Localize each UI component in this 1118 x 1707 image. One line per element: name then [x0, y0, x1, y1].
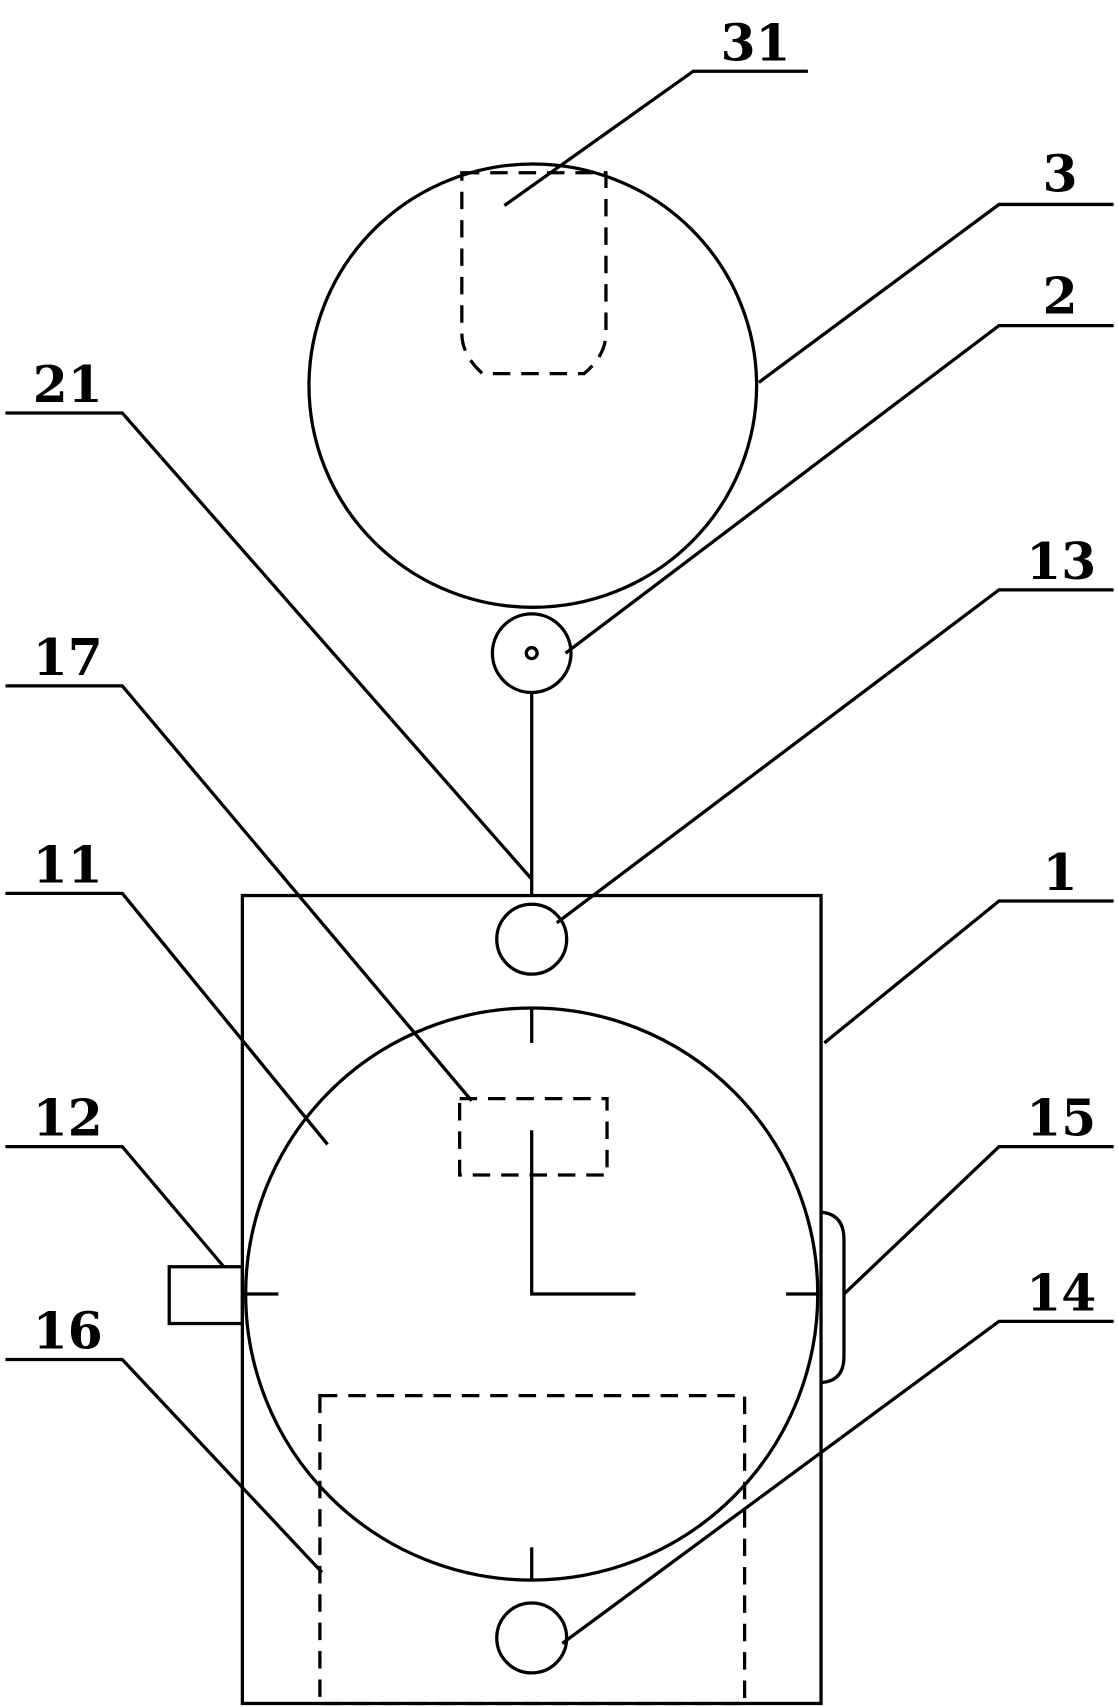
label-17: 17 — [33, 628, 103, 687]
label-13: 13 — [1026, 532, 1096, 591]
pulley-axle — [524, 646, 539, 661]
label-15: 15 — [1026, 1089, 1096, 1148]
knob-12 — [167, 1265, 245, 1326]
circle-13 — [495, 902, 569, 976]
leader-12 — [5, 1145, 226, 1268]
dashed-insert-31 — [460, 171, 608, 376]
label-12: 12 — [33, 1089, 103, 1148]
leader-2 — [564, 323, 1114, 655]
pulley-2 — [490, 612, 573, 695]
label-1: 1 — [1043, 843, 1078, 902]
label-3: 3 — [1043, 144, 1078, 203]
label-31: 31 — [721, 13, 791, 72]
ball-3 — [307, 162, 759, 609]
label-2: 2 — [1043, 267, 1078, 326]
label-14: 14 — [1026, 1263, 1096, 1322]
dashed-box-17 — [458, 1096, 609, 1177]
leader-14 — [561, 1319, 1114, 1645]
label-16: 16 — [33, 1302, 103, 1361]
leader-11 — [5, 891, 329, 1146]
leader-21 — [5, 411, 533, 881]
leader-15 — [842, 1145, 1114, 1296]
leader-13 — [555, 588, 1114, 925]
button-15 — [820, 1210, 846, 1385]
leader-16 — [5, 1357, 324, 1574]
leader-31 — [503, 69, 808, 207]
dashed-box-16 — [318, 1393, 747, 1706]
leader-17 — [5, 684, 473, 1102]
leader-3 — [757, 202, 1114, 384]
label-21: 21 — [33, 355, 103, 414]
clock-hands — [530, 1130, 636, 1296]
label-11: 11 — [33, 835, 103, 894]
leader-1 — [823, 899, 1114, 1045]
circle-14 — [495, 1601, 569, 1675]
